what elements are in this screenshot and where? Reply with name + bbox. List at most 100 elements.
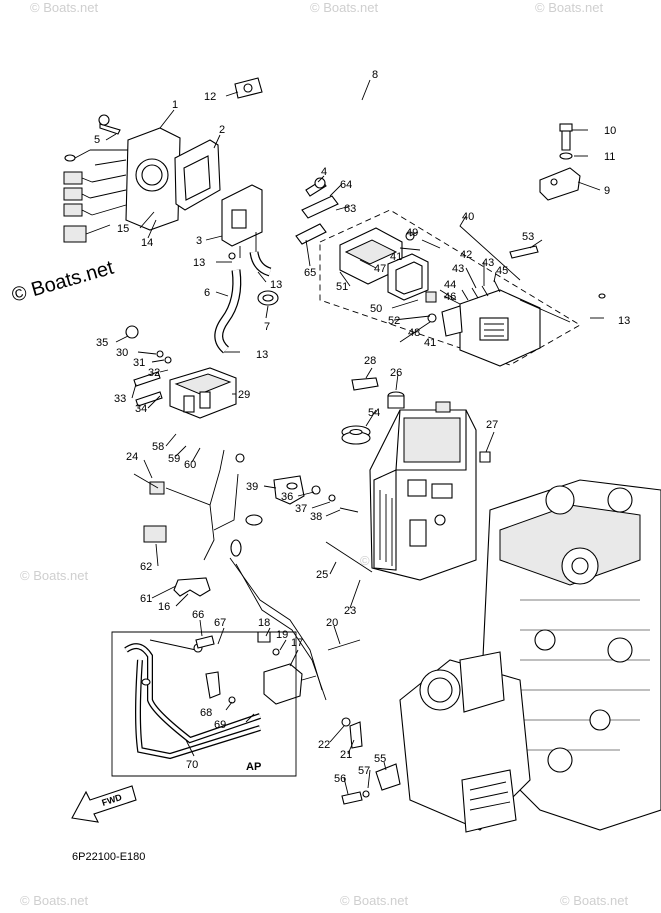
part-12-clamp xyxy=(234,77,263,99)
callout-4: 4 xyxy=(321,166,327,178)
part-54-grommet xyxy=(341,425,371,445)
part-23-electrical-box xyxy=(369,401,477,581)
callout-69: 69 xyxy=(214,719,226,731)
callout-44: 44 xyxy=(444,279,456,291)
callout-42: 42 xyxy=(460,249,472,261)
watermark-top-left: © Boats.net xyxy=(30,0,99,15)
callout-13-b: 13 xyxy=(270,279,282,291)
part-53-bolt xyxy=(509,245,539,259)
callout-28: 28 xyxy=(364,355,376,367)
callout-12: 12 xyxy=(204,91,216,103)
callout-53: 53 xyxy=(522,231,534,243)
callout-34: 34 xyxy=(135,403,147,415)
callout-41-b: 41 xyxy=(424,337,436,349)
callout-14: 14 xyxy=(141,237,153,249)
callout-60: 60 xyxy=(184,459,196,471)
callout-19: 19 xyxy=(276,629,288,641)
callout-1: 1 xyxy=(172,99,178,111)
watermark-top-mid: © Boats.net xyxy=(310,0,379,15)
callout-13-a: 13 xyxy=(193,257,205,269)
callout-17: 17 xyxy=(291,637,303,649)
callout-40: 40 xyxy=(462,211,474,223)
callout-24: 24 xyxy=(126,451,138,463)
callout-15: 15 xyxy=(117,223,129,235)
callout-23: 23 xyxy=(344,605,356,617)
callout-2: 2 xyxy=(219,124,225,136)
callout-66: 66 xyxy=(192,609,204,621)
callout-32: 32 xyxy=(148,367,160,379)
callout-35: 35 xyxy=(96,337,108,349)
part-29-coil xyxy=(125,325,237,419)
callout-3: 3 xyxy=(196,235,202,247)
callout-52: 52 xyxy=(388,315,400,327)
part-1-harness xyxy=(63,114,181,243)
callout-50: 50 xyxy=(370,303,382,315)
callout-58: 58 xyxy=(152,441,164,453)
callout-16: 16 xyxy=(158,601,170,613)
pipe-8 xyxy=(282,62,606,420)
callout-13-c: 13 xyxy=(256,349,268,361)
watermark-bottom-left: © Boats.net xyxy=(20,893,89,908)
callout-62: 62 xyxy=(140,561,152,573)
part-39-connector xyxy=(273,475,305,505)
part-6-hose xyxy=(214,251,272,354)
callout-57: 57 xyxy=(358,765,370,777)
ap-box xyxy=(111,631,297,777)
callout-61: 61 xyxy=(140,593,152,605)
callout-43-a: 43 xyxy=(482,257,494,269)
callout-51: 51 xyxy=(336,281,348,293)
callout-25: 25 xyxy=(316,569,328,581)
callout-8: 8 xyxy=(372,69,378,81)
callout-18: 18 xyxy=(258,617,270,629)
part-65-plate xyxy=(295,223,327,245)
part-64-plate xyxy=(301,195,339,219)
part-55-clamp xyxy=(375,763,401,791)
callout-43-b: 43 xyxy=(452,263,464,275)
callout-48: 48 xyxy=(408,327,420,339)
callout-10: 10 xyxy=(604,125,616,137)
part-2-gasket xyxy=(174,139,221,211)
ecu-assembly-40 xyxy=(319,209,581,367)
part-16-clip xyxy=(173,577,211,597)
watermark-top-right: © Boats.net xyxy=(535,0,604,15)
part-17-relay xyxy=(263,663,317,705)
callout-41-a: 41 xyxy=(390,251,402,263)
callout-55: 55 xyxy=(374,753,386,765)
callout-39: 39 xyxy=(246,481,258,493)
callout-13-d: 13 xyxy=(618,315,630,327)
callout-11: 11 xyxy=(604,151,615,163)
callout-30: 30 xyxy=(116,347,128,359)
callout-20: 20 xyxy=(326,617,338,629)
watermark-main: © Boats.net xyxy=(9,257,116,307)
callout-27: 27 xyxy=(486,419,498,431)
diagram-code: 6P22100-E180 xyxy=(72,851,145,863)
callout-29: 29 xyxy=(238,389,250,401)
part-7-clip xyxy=(257,290,279,306)
part-28-connector xyxy=(351,377,379,391)
callout-67: 67 xyxy=(214,617,226,629)
callout-64: 64 xyxy=(340,179,352,191)
part-9-bracket xyxy=(539,123,581,201)
callout-45: 45 xyxy=(496,265,508,277)
callout-6: 6 xyxy=(204,287,210,299)
callout-36: 36 xyxy=(281,491,293,503)
callout-7: 7 xyxy=(264,321,270,333)
callout-31: 31 xyxy=(133,357,145,369)
callout-65: 65 xyxy=(304,267,316,279)
callout-38: 38 xyxy=(310,511,322,523)
ap-label: AP xyxy=(246,761,261,773)
callout-numbers: 1 2 3 4 5 6 7 8 9 10 11 12 13 14 15 16 1… xyxy=(94,69,630,785)
faint-watermarks: © Boats.net © Boats.net © Boats.net © Bo… xyxy=(20,0,629,908)
callout-37: 37 xyxy=(295,503,307,515)
watermark-bottom-right: © Boats.net xyxy=(560,893,629,908)
watermark-mid-left: © Boats.net xyxy=(20,568,89,583)
callout-33: 33 xyxy=(114,393,126,405)
callout-26: 26 xyxy=(390,367,402,379)
callout-68: 68 xyxy=(200,707,212,719)
callout-63: 63 xyxy=(344,203,356,215)
fwd-arrow-icon: FWD xyxy=(71,785,137,823)
callout-54: 54 xyxy=(368,407,380,419)
callout-22: 22 xyxy=(318,739,330,751)
callout-70: 70 xyxy=(186,759,198,771)
